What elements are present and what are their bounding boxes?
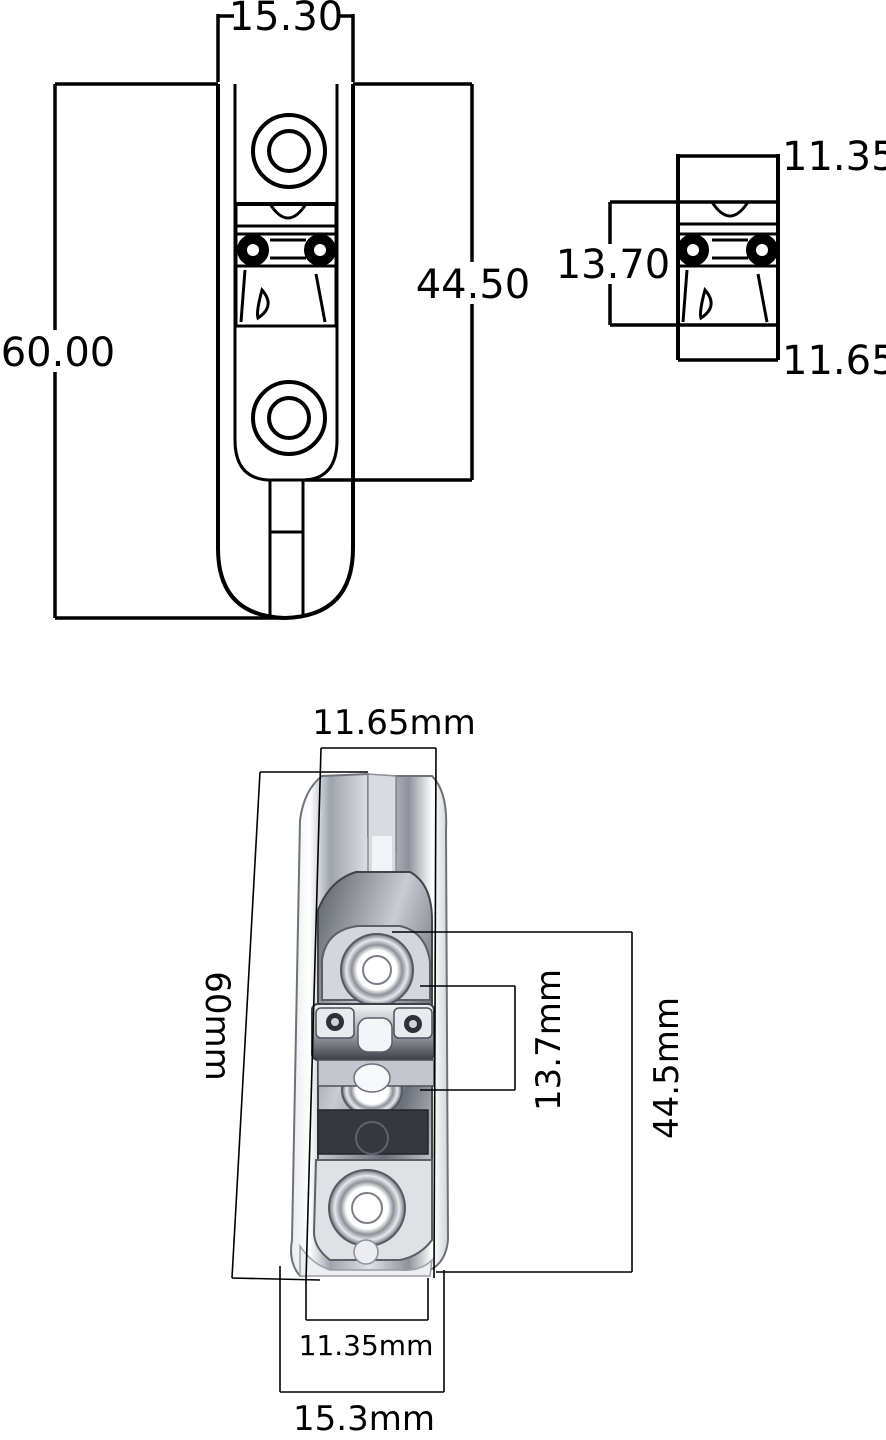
photo-dimensions [231,747,633,1393]
dim-side-width-top: 11.35 [782,134,886,180]
side-view-drawing [608,154,780,362]
dim-height-total: 60.00 [1,330,116,376]
photo-dim-width-inner: 11.35mm [299,1329,434,1362]
photo-dim-width-outer: 15.3mm [293,1399,435,1439]
front-view-outline [216,84,355,621]
front-view-drawing [216,84,355,621]
photo-dim-center-height: 13.7mm [529,969,569,1111]
product-photo [290,772,450,1278]
photo-dim-height-total: 60mm [197,971,237,1081]
bottom-hole [251,380,327,456]
bottom-hole-inner [267,396,311,440]
photo-dim-width-top: 11.65mm [312,703,476,743]
front-view-dimensions [53,14,474,620]
dim-width-top: 15.30 [229,0,344,40]
dim-hole-spacing: 44.50 [416,262,531,308]
photo-dim-hole-spacing: 44.5mm [647,997,687,1139]
dim-side-height: 13.70 [556,242,671,288]
top-hole [251,113,327,189]
dim-side-width-bottom: 11.65 [782,338,886,384]
front-view-inner-plate [233,84,339,482]
top-hole-inner [267,129,311,173]
